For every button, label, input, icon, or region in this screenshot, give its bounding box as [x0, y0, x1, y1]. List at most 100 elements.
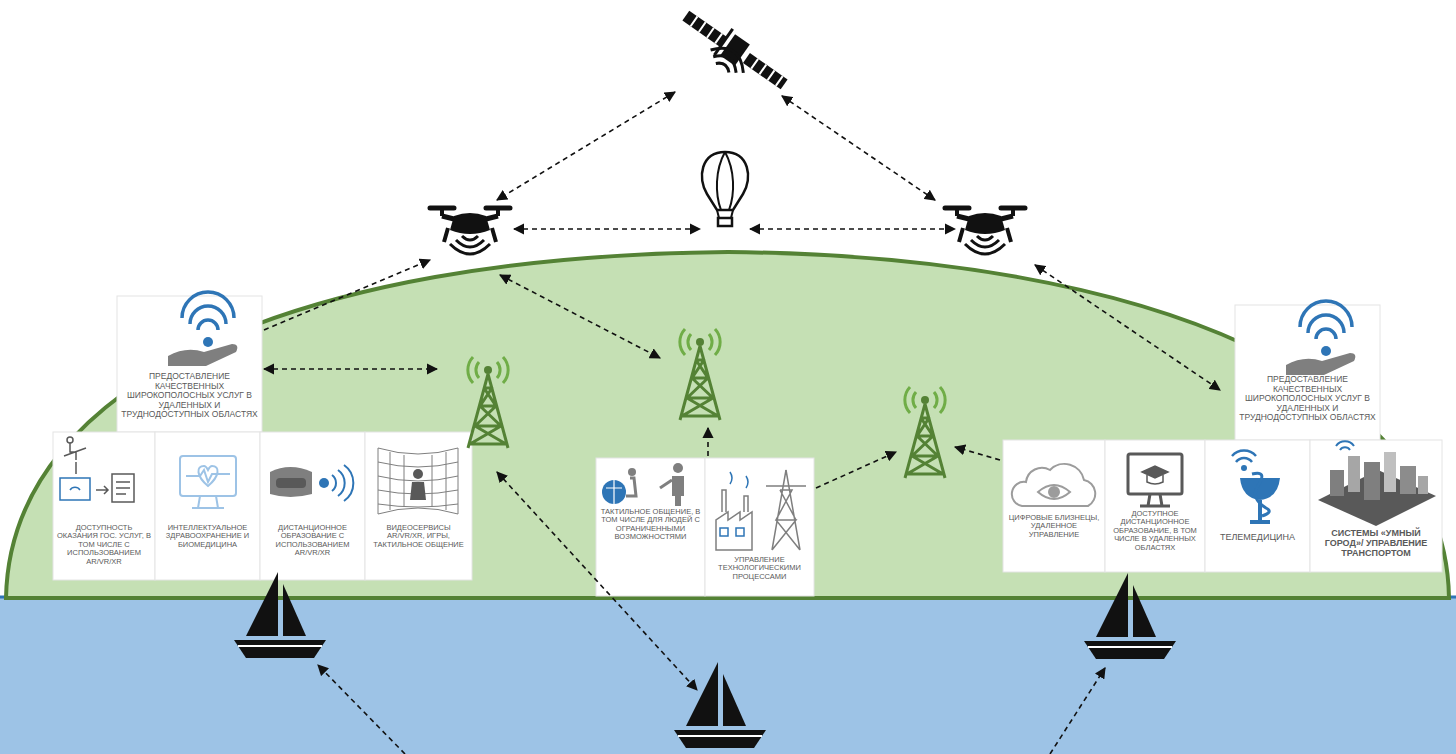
- broadband-icon: [168, 292, 237, 366]
- process-control-icon: [722, 490, 748, 512]
- radio-links: [816, 452, 896, 488]
- panel-label: ДОСТУПНОЕ ДИСТАНЦИОННОЕ ОБРАЗОВАНИЕ, В Т…: [1108, 510, 1202, 552]
- gov-services-icon: [75, 462, 77, 474]
- smart-city-icon: [1330, 470, 1344, 496]
- panel-background: [1205, 440, 1310, 572]
- radio-links: [318, 665, 405, 754]
- illustration: [468, 357, 508, 448]
- health-icon: [180, 456, 236, 496]
- panel-label: ВИДЕОСЕРВИСЫ AR/VR/XR, ИГРЫ, ТАКТИЛЬНОЕ …: [368, 524, 469, 549]
- panel-background: [260, 432, 365, 580]
- land-dome: [6, 252, 1449, 598]
- illustration: [234, 572, 326, 658]
- gov-services-icon: [96, 486, 108, 494]
- service-panel: ТЕЛЕМЕДИЦИНА: [1205, 440, 1310, 572]
- broadband-icon: [1300, 301, 1352, 339]
- service-panel: ИНТЕЛЛЕКТУАЛЬНОЕ ЗДРАВООХРАНЕНИЕ И БИОМЕ…: [155, 432, 260, 580]
- broadband-icon: [1321, 346, 1331, 356]
- gov-services-icon: [64, 443, 86, 460]
- process-control-icon: [720, 528, 728, 536]
- broadband-icon: [182, 292, 234, 330]
- panel-label: ТЕЛЕМЕДИЦИНА: [1208, 532, 1307, 542]
- gov-services-icon: [60, 437, 134, 502]
- video-screen-icon: [410, 482, 426, 500]
- balloon: [702, 152, 748, 210]
- smart-city-icon: [1384, 452, 1396, 492]
- gov-services-icon: [60, 478, 90, 500]
- panel-background: [53, 432, 155, 580]
- education-icon: [1142, 466, 1168, 478]
- illustration: [945, 208, 1025, 254]
- vr-headset-icon: [270, 467, 312, 497]
- broadband-icon: [1286, 353, 1355, 375]
- education-icon: [1128, 454, 1182, 494]
- panel-background: [155, 432, 260, 580]
- satellite: [673, 2, 793, 102]
- service-panel: ТАКТИЛЬНОЕ ОБЩЕНИЕ, В ТОМ ЧИСЛЕ ДЛЯ ЛЮДЕ…: [596, 458, 705, 596]
- satellite: [682, 11, 727, 47]
- balloon: [702, 152, 748, 226]
- broadband-icon: [203, 337, 213, 347]
- digital-twin-icon: [1038, 485, 1070, 499]
- smart-city-icon: [1400, 466, 1416, 494]
- satellite: [706, 40, 750, 79]
- smart-city-icon: [1364, 462, 1380, 500]
- radio-links: [264, 368, 437, 370]
- service-panel: ДОСТУПНОЕ ДИСТАНЦИОННОЕ ОБРАЗОВАНИЕ, В Т…: [1105, 440, 1205, 572]
- service-panel: ПРЕДОСТАВЛЕНИЕ КАЧЕСТВЕННЫХ ШИРОКОПОЛОСН…: [117, 296, 262, 432]
- digital-twin-icon: [1012, 464, 1095, 506]
- panel-background: [1310, 440, 1442, 572]
- panel-label: ЦИФРОВЫЕ БЛИЗНЕЦЫ, УДАЛЕННОЕ УПРАВЛЕНИЕ: [1006, 514, 1102, 539]
- illustration: [905, 387, 945, 478]
- video-screen-icon: [378, 452, 458, 510]
- radio-links: [707, 428, 709, 456]
- telemedicine-icon: [1252, 473, 1269, 516]
- panel-label: ПРЕДОСТАВЛЕНИЕ КАЧЕСТВЕННЫХ ШИРОКОПОЛОСН…: [120, 372, 259, 420]
- tactile-icon: [602, 480, 626, 504]
- gov-services-icon: [116, 482, 130, 494]
- telemedicine-icon: [1232, 451, 1280, 522]
- balloon: [717, 152, 733, 210]
- tactile-icon: [628, 468, 636, 476]
- gov-services-icon: [70, 487, 80, 490]
- tactile-icon: [626, 478, 636, 496]
- telemedicine-icon: [1241, 465, 1247, 471]
- health-icon: [186, 470, 230, 482]
- service-panel: СИСТЕМЫ «УМНЫЙ ГОРОД»/ УПРАВЛЕНИЕ ТРАНСП…: [1310, 440, 1442, 572]
- gov-services-icon: [67, 437, 73, 443]
- tactile-icon: [602, 463, 684, 506]
- process-control-icon: [730, 472, 748, 488]
- radio-links: [514, 228, 700, 230]
- tactile-icon: [660, 480, 672, 488]
- panel-background: [705, 458, 814, 596]
- satellite: [691, 16, 783, 85]
- tactile-icon: [672, 476, 684, 506]
- service-panel: ПРЕДОСТАВЛЕНИЕ КАЧЕСТВЕННЫХ ШИРОКОПОЛОСН…: [1235, 305, 1380, 440]
- video-screen-icon: [378, 448, 458, 514]
- panel-label: ДИСТАНЦИОННОЕ ОБРАЗОВАНИЕ С ИСПОЛЬЗОВАНИ…: [263, 524, 362, 558]
- radio-links: [1035, 265, 1220, 390]
- illustration: [674, 662, 766, 748]
- education-icon: [1147, 475, 1163, 484]
- gov-services-icon: [112, 474, 134, 502]
- radio-links: [500, 275, 660, 358]
- illustration: [430, 208, 510, 254]
- panel-background: [365, 432, 472, 580]
- smart-city-icon: [1318, 441, 1436, 526]
- digital-twin-icon: [1012, 464, 1095, 506]
- video-screen-icon: [413, 469, 423, 479]
- panel-label: УПРАВЛЕНИЕ ТЕХНОЛОГИЧЕСКИМИ ПРОЦЕССАМИ: [708, 556, 811, 581]
- radio-links: [264, 260, 430, 330]
- vr-headset-icon: [270, 465, 353, 501]
- illustration: [680, 329, 720, 420]
- service-panel: ЦИФРОВЫЕ БЛИЗНЕЦЫ, УДАЛЕННОЕ УПРАВЛЕНИЕ: [1003, 440, 1105, 572]
- panel-background: [117, 296, 262, 432]
- service-panel: ВИДЕОСЕРВИСЫ AR/VR/XR, ИГРЫ, ТАКТИЛЬНОЕ …: [365, 432, 472, 580]
- education-icon: [1140, 494, 1170, 506]
- tactile-icon: [673, 463, 683, 473]
- smart-city-icon: [1336, 441, 1354, 450]
- vr-headset-icon: [276, 478, 306, 488]
- health-icon: [192, 496, 224, 508]
